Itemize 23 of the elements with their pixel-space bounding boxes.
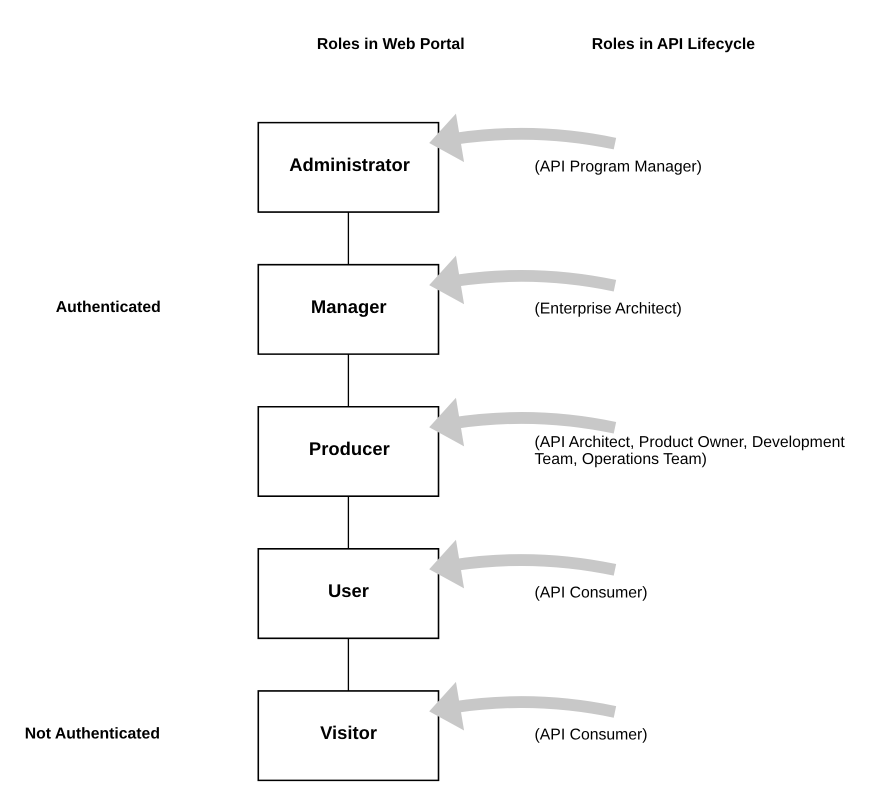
arrow xyxy=(428,540,616,588)
label: Roles in API Lifecycle xyxy=(591,36,755,54)
node-text: (API Architect, Product Owner, Development Team, Operations Team) xyxy=(534,434,844,468)
connector xyxy=(347,212,349,265)
label: Authenticated xyxy=(55,299,160,316)
node-text: (API Consumer) xyxy=(534,726,648,744)
node-text: (Enterprise Architect) xyxy=(534,300,682,318)
label: Not Authenticated xyxy=(24,725,160,742)
arrow xyxy=(428,256,616,304)
arrow xyxy=(428,114,616,162)
node-box: Administrator xyxy=(257,122,439,213)
arrow xyxy=(428,682,616,730)
label: Roles in Web Portal xyxy=(316,36,464,54)
node-text: (API Program Manager) xyxy=(534,158,702,176)
node-box: Visitor xyxy=(257,690,439,782)
node-box: Producer xyxy=(257,406,439,497)
arrow xyxy=(428,398,616,446)
node-box: User xyxy=(257,548,439,640)
node-box: Manager xyxy=(257,264,439,355)
connector xyxy=(347,638,349,691)
connector xyxy=(347,496,349,549)
connector xyxy=(347,354,349,407)
node-text: (API Consumer) xyxy=(534,584,648,602)
